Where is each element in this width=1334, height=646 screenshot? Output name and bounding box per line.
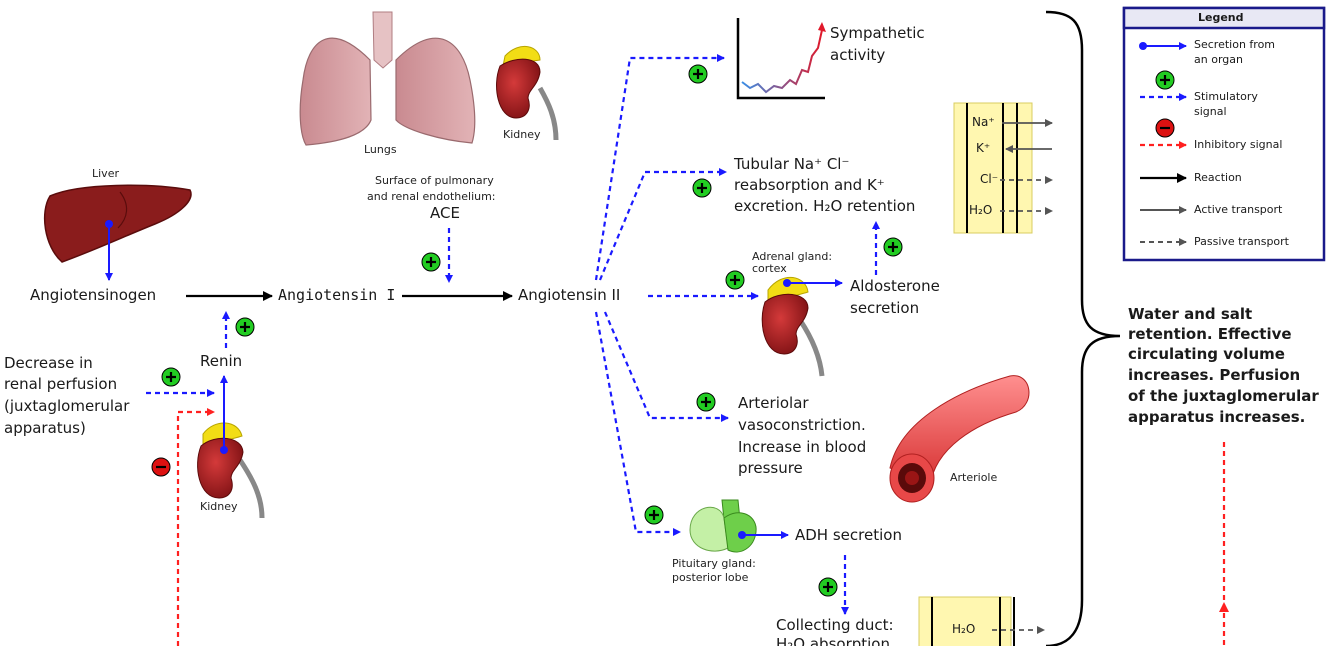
legend-secretion-1: Secretion from xyxy=(1194,38,1276,51)
plus-signs xyxy=(161,64,903,597)
ion-na: Na⁺ xyxy=(972,115,995,129)
legend-reaction: Reaction xyxy=(1194,171,1242,184)
collecting-line-2: H₂O absorption xyxy=(776,635,890,646)
legend-active: Active transport xyxy=(1194,203,1283,216)
arteriole-label: Arteriole xyxy=(950,471,998,484)
outcome-brace xyxy=(1045,10,1121,646)
outcome-line-2: retention. Effective xyxy=(1128,325,1292,343)
kidney-illustration-top xyxy=(496,46,559,141)
renin-label: Renin xyxy=(200,352,243,370)
outcome-line-3: circulating volume xyxy=(1128,345,1285,363)
decrease-line-4: apparatus) xyxy=(4,419,86,437)
secretion-arrows xyxy=(105,224,843,539)
tubular-line-1: Tubular Na⁺ Cl⁻ xyxy=(734,155,850,173)
legend-box xyxy=(1122,6,1326,262)
ace-location-1: Surface of pulmonary xyxy=(375,174,494,187)
arteriole-illustration xyxy=(889,375,1030,503)
ace-label: ACE xyxy=(430,204,460,222)
legend-stimulatory-1: Stimulatory xyxy=(1194,90,1258,103)
angiotensinogen-label: Angiotensinogen xyxy=(30,286,157,304)
kidney-label-bottom: Kidney xyxy=(200,500,238,513)
arteriolar-line-4: pressure xyxy=(738,459,803,477)
arteriolar-line-2: vasoconstriction. xyxy=(738,416,866,434)
lungs-illustration xyxy=(299,11,476,146)
duct-h2o: H₂O xyxy=(952,622,976,636)
tubule-box xyxy=(953,102,1053,234)
outcome-line-5: of the juxtaglomerular xyxy=(1128,387,1319,405)
ion-k: K⁺ xyxy=(976,141,991,155)
liver-illustration xyxy=(43,184,192,263)
sympathetic-line-2: activity xyxy=(830,46,886,64)
pituitary-label-1: Pituitary gland: xyxy=(672,557,756,570)
liver-label: Liver xyxy=(92,167,119,180)
legend-stimulatory-2: signal xyxy=(1194,105,1227,118)
kidney-label-top: Kidney xyxy=(503,128,541,141)
duct-box xyxy=(918,596,1045,646)
tubular-line-3: excretion. H₂O retention xyxy=(734,197,916,215)
aldosterone-line-1: Aldosterone xyxy=(850,277,940,295)
ion-cl: Cl⁻ xyxy=(980,172,999,186)
pituitary-label-2: posterior lobe xyxy=(672,571,749,584)
adrenal-label-1: Adrenal gland: xyxy=(752,250,833,263)
sympathetic-graph xyxy=(736,18,826,100)
arteriolar-line-1: Arteriolar xyxy=(738,394,809,412)
adh-label: ADH secretion xyxy=(795,526,902,544)
angiotensin-1-label: Angiotensin I xyxy=(278,286,396,304)
tubular-line-2: reabsorption and K⁺ xyxy=(734,176,885,194)
decrease-line-2: renal perfusion xyxy=(4,375,118,393)
legend-title: Legend xyxy=(1198,11,1244,24)
aldosterone-line-2: secretion xyxy=(850,299,920,317)
legend-inhibitory: Inhibitory signal xyxy=(1194,138,1283,151)
sympathetic-line-1: Sympathetic xyxy=(830,24,925,42)
decrease-line-1: Decrease in xyxy=(4,354,93,372)
inhibitory-arrows xyxy=(176,408,1226,646)
outcome-line-6: apparatus increases. xyxy=(1128,408,1306,426)
ace-location-2: and renal endothelium: xyxy=(367,190,496,203)
ion-h2o: H₂O xyxy=(969,203,993,217)
outcome-line-4: increases. Perfusion xyxy=(1128,366,1301,384)
kidney-illustration-adrenal xyxy=(761,276,825,377)
legend-secretion-2: an organ xyxy=(1194,53,1243,66)
kidney-illustration-bottom xyxy=(197,422,265,519)
minus-sign xyxy=(151,457,171,477)
adrenal-label-2: cortex xyxy=(752,262,787,275)
pituitary-illustration xyxy=(689,499,757,553)
stimulatory-arrows xyxy=(146,54,880,615)
legend-passive: Passive transport xyxy=(1194,235,1289,248)
secretion-dots xyxy=(105,220,791,539)
lungs-label: Lungs xyxy=(364,143,397,156)
collecting-line-1: Collecting duct: xyxy=(776,616,894,634)
angiotensin-2-label: Angiotensin II xyxy=(518,286,621,304)
decrease-line-3: (juxtaglomerular xyxy=(4,397,130,415)
arteriolar-line-3: Increase in blood xyxy=(738,438,867,456)
outcome-line-1: Water and salt xyxy=(1128,305,1253,323)
